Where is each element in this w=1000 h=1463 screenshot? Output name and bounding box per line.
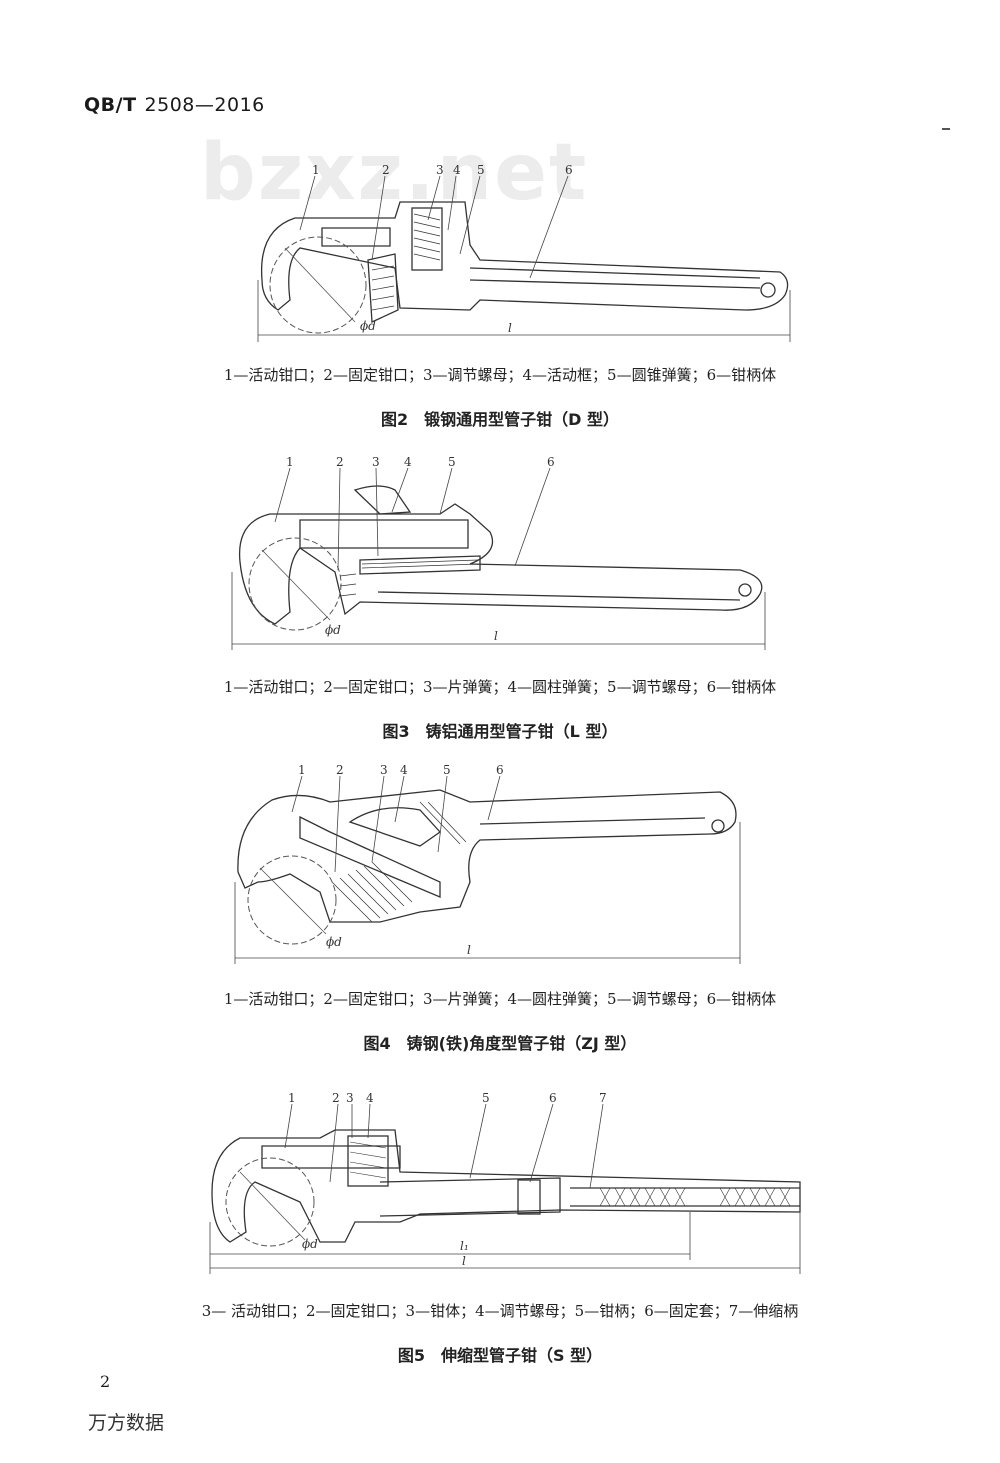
fig2-dim-length: l — [508, 321, 512, 335]
figure-4-legend: 1—活动钳口；2—固定钳口；3—片弹簧；4—圆柱弹簧；5—调节螺母；6—钳柄体 — [223, 990, 777, 1008]
fig5-dim-length: l — [462, 1254, 466, 1268]
figure-2-legend: 1—活动钳口；2—固定钳口；3—调节螺母；4—活动框；5—圆锥弹簧；6—钳柄体 — [223, 366, 777, 384]
fig4-dim-diameter: ϕd — [326, 935, 342, 949]
fig2-label-5: 5 — [477, 163, 485, 177]
footer-source: 万方数据 — [88, 1412, 165, 1434]
figure-4-svg: 1 2 3 4 5 6 ϕd l — [234, 763, 741, 964]
fig5-label-4: 4 — [366, 1091, 374, 1105]
fig5-dim-diameter: ϕd — [302, 1237, 318, 1251]
fig2-label-3: 3 — [436, 163, 444, 177]
figure-3-drawing: 1 2 3 4 5 6 ϕd l — [0, 452, 1000, 662]
watermark: bzxz.net — [200, 128, 589, 218]
figure-5-drawing: 1 2 3 4 5 6 7 ϕd l₁ l — [0, 1082, 1000, 1278]
fig5-label-1: 1 — [288, 1091, 296, 1105]
fig4-label-6: 6 — [496, 763, 504, 777]
fig2-dim-diameter: ϕd — [360, 319, 376, 333]
fig2-label-4: 4 — [453, 163, 461, 177]
fig4-label-4: 4 — [400, 763, 408, 777]
figure-5-svg: 1 2 3 4 5 6 7 ϕd l₁ l — [209, 1091, 801, 1274]
fig3-dim-diameter: ϕd — [325, 623, 341, 637]
page-number: 2 — [100, 1372, 111, 1391]
fig4-label-2: 2 — [336, 763, 344, 777]
fig5-label-5: 5 — [482, 1091, 490, 1105]
fig2-label-6: 6 — [565, 163, 573, 177]
figure-2-svg: 1 2 3 4 5 6 ϕd l — [257, 163, 791, 342]
figure-4-caption: 图4 铸钢(铁)角度型管子钳（ZJ 型） — [363, 1034, 637, 1053]
figure-2-caption: 图2 锻钢通用型管子钳（D 型） — [381, 410, 619, 429]
standard-number: 2508—2016 — [144, 94, 265, 116]
edge-mark — [942, 128, 950, 130]
figure-5-caption: 图5 伸缩型管子钳（S 型） — [397, 1346, 603, 1365]
fig4-label-5: 5 — [443, 763, 451, 777]
fig5-label-3: 3 — [346, 1091, 354, 1105]
fig3-label-3: 3 — [372, 455, 380, 469]
fig3-label-6: 6 — [547, 455, 555, 469]
fig3-label-1: 1 — [286, 455, 294, 469]
fig3-label-2: 2 — [336, 455, 344, 469]
fig4-label-1: 1 — [298, 763, 306, 777]
fig3-label-4: 4 — [404, 455, 412, 469]
figure-2-drawing: 1 2 3 4 5 6 ϕd l — [0, 150, 1000, 350]
fig5-label-7: 7 — [599, 1091, 607, 1105]
standard-prefix: QB/T — [84, 94, 137, 116]
figure-3-legend: 1—活动钳口；2—固定钳口；3—片弹簧；4—圆柱弹簧；5—调节螺母；6—钳柄体 — [223, 678, 777, 696]
fig2-label-1: 1 — [312, 163, 320, 177]
fig4-dim-length: l — [467, 943, 471, 957]
figure-3-svg: 1 2 3 4 5 6 ϕd l — [231, 455, 766, 650]
fig3-label-5: 5 — [448, 455, 456, 469]
fig3-dim-length: l — [494, 629, 498, 643]
fig5-label-2: 2 — [332, 1091, 340, 1105]
fig4-label-3: 3 — [380, 763, 388, 777]
fig5-label-6: 6 — [549, 1091, 557, 1105]
fig5-dim-length-short: l₁ — [460, 1239, 469, 1253]
figure-4-drawing: 1 2 3 4 5 6 ϕd l — [0, 762, 1000, 972]
fig2-label-2: 2 — [382, 163, 390, 177]
figure-3-caption: 图3 铸铝通用型管子钳（L 型） — [382, 722, 618, 741]
figure-5-legend: 3— 活动钳口；2—固定钳口；3—钳体；4—调节螺母；5—钳柄；6—固定套；7—… — [201, 1302, 799, 1320]
document-header: QB/T 2508—2016 — [84, 94, 265, 116]
